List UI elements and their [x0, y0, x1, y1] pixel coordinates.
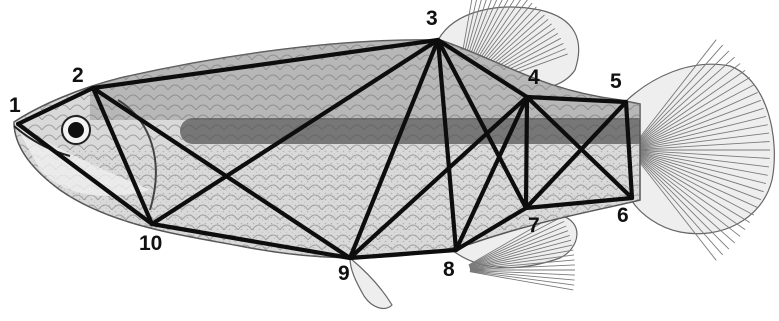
- landmark-label-8: 8: [443, 258, 455, 281]
- lateral-stripe: [180, 118, 650, 144]
- truss-line-4-7: [526, 97, 527, 208]
- eye-icon: [68, 122, 84, 138]
- landmark-label-9: 9: [338, 262, 350, 285]
- pelvic-fin: [350, 258, 392, 308]
- landmark-label-7: 7: [528, 214, 540, 237]
- landmark-label-3: 3: [426, 7, 438, 30]
- landmark-label-4: 4: [528, 66, 540, 89]
- landmark-label-1: 1: [9, 94, 21, 117]
- landmark-label-10: 10: [139, 232, 162, 255]
- landmark-label-2: 2: [72, 64, 84, 87]
- landmark-label-6: 6: [617, 204, 629, 227]
- landmark-label-5: 5: [610, 70, 622, 93]
